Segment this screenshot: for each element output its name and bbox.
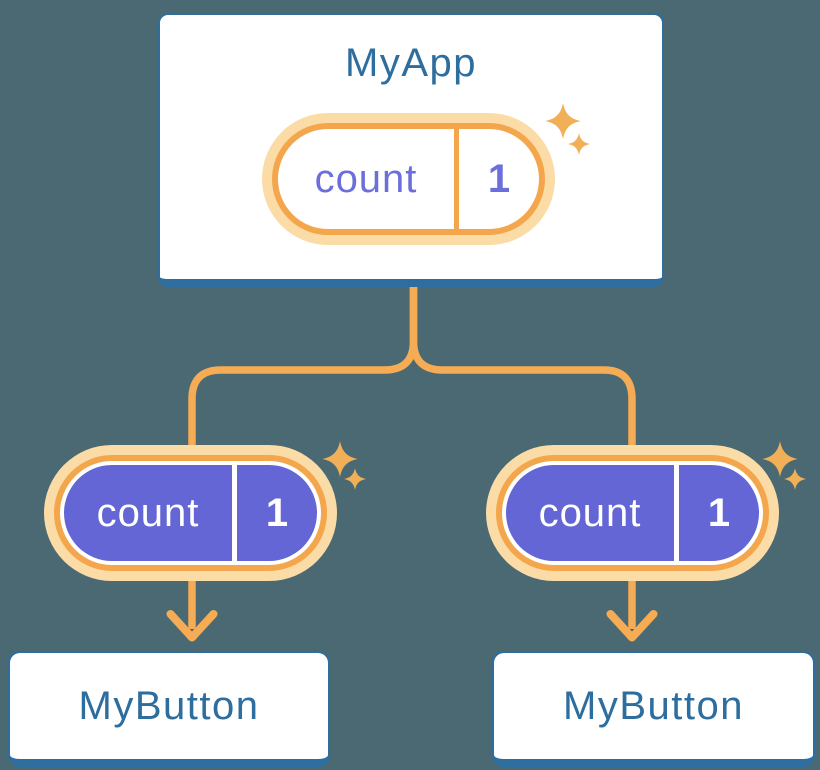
component-title: MyButton bbox=[78, 683, 260, 728]
prop-pill: count 1 bbox=[44, 445, 337, 581]
sparkle-icon bbox=[762, 441, 798, 477]
state-pill-body: count 1 bbox=[272, 123, 545, 235]
branch-left-line bbox=[188, 284, 418, 462]
sparkle-icon bbox=[568, 133, 590, 155]
sparkle-icon bbox=[784, 468, 806, 490]
sparkle-icon bbox=[344, 468, 366, 490]
sparkle-icon bbox=[545, 103, 581, 139]
state-pill: count 1 bbox=[262, 113, 555, 245]
pill-label: count bbox=[314, 156, 418, 201]
pill-divider bbox=[674, 465, 679, 561]
prop-pill-core: count 1 bbox=[64, 465, 317, 561]
component-node-mybutton-left: MyButton bbox=[8, 651, 330, 767]
pill-divider bbox=[454, 129, 459, 229]
component-title: MyApp bbox=[345, 41, 477, 85]
arrow-down-icon bbox=[606, 610, 658, 642]
branch-right-line bbox=[409, 284, 636, 462]
pill-value: 1 bbox=[487, 156, 511, 201]
state-pill-core: count 1 bbox=[278, 129, 539, 229]
pill-value: 1 bbox=[707, 490, 731, 535]
pill-label: count bbox=[538, 490, 642, 535]
prop-pill-core: count 1 bbox=[506, 465, 759, 561]
prop-pill: count 1 bbox=[486, 445, 779, 581]
component-title: MyButton bbox=[563, 683, 744, 728]
pill-divider bbox=[232, 465, 237, 561]
component-node-mybutton-right: MyButton bbox=[492, 651, 815, 767]
pill-value: 1 bbox=[265, 490, 289, 535]
sparkle-icon bbox=[322, 441, 358, 477]
prop-pill-body: count 1 bbox=[54, 455, 327, 571]
arrow-down-icon bbox=[166, 610, 218, 642]
pill-label: count bbox=[96, 490, 200, 535]
prop-pill-body: count 1 bbox=[496, 455, 769, 571]
